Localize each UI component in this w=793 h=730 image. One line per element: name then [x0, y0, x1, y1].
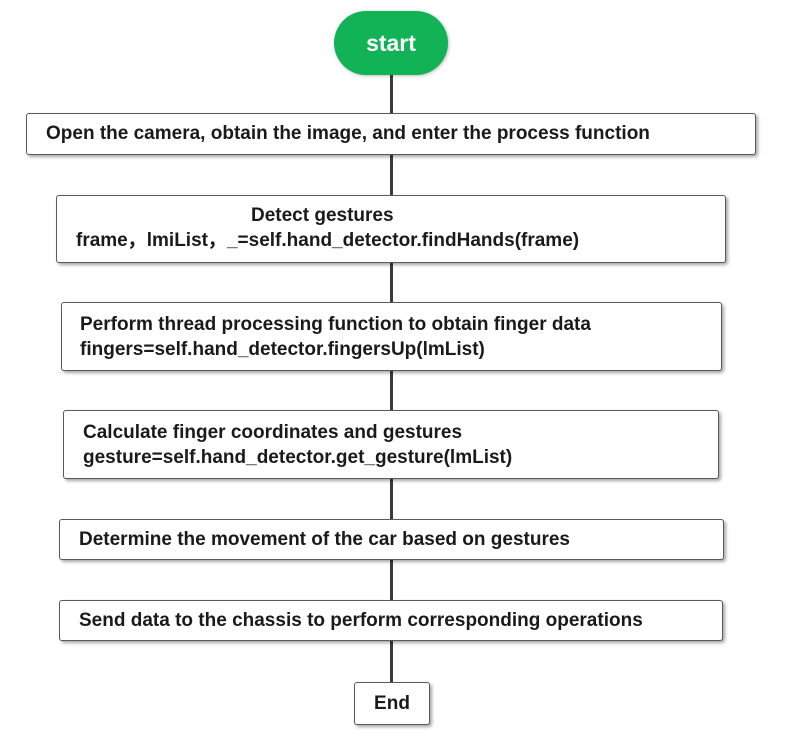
step-5-line-1: Determine the movement of the car based … [79, 529, 570, 550]
connector-step3-to-step4 [390, 371, 393, 410]
step-2-line-1: Detect gestures [251, 205, 394, 226]
step-determine-movement: Determine the movement of the car based … [59, 519, 724, 560]
end-node: End [354, 682, 430, 725]
step-calculate-finger-coordinates: Calculate finger coordinates and gesture… [63, 410, 719, 479]
connector-step5-to-step6 [390, 560, 393, 600]
step-send-data-chassis: Send data to the chassis to perform corr… [59, 600, 723, 641]
connector-start-to-step1 [390, 75, 393, 113]
start-node: start [334, 11, 448, 75]
step-thread-processing: Perform thread processing function to ob… [61, 302, 722, 371]
step-3-line-2: fingers=self.hand_detector.fingersUp(lmL… [80, 339, 485, 360]
start-label: start [366, 29, 416, 56]
step-detect-gestures: Detect gestures frame，lmiList，_=self.han… [56, 195, 726, 263]
step-6-line-1: Send data to the chassis to perform corr… [79, 610, 643, 631]
step-1-line-1: Open the camera, obtain the image, and e… [46, 123, 650, 144]
connector-step4-to-step5 [390, 479, 393, 519]
step-4-line-2: gesture=self.hand_detector.get_gesture(l… [83, 447, 513, 468]
step-3-line-1: Perform thread processing function to ob… [80, 314, 591, 335]
end-label: End [374, 692, 410, 714]
step-2-line-2: frame，lmiList，_=self.hand_detector.findH… [76, 230, 580, 251]
step-open-camera: Open the camera, obtain the image, and e… [26, 113, 756, 155]
connector-step1-to-step2 [390, 155, 393, 195]
step-4-line-1: Calculate finger coordinates and gesture… [83, 422, 463, 443]
connector-step6-to-end [390, 641, 393, 682]
connector-step2-to-step3 [390, 263, 393, 302]
